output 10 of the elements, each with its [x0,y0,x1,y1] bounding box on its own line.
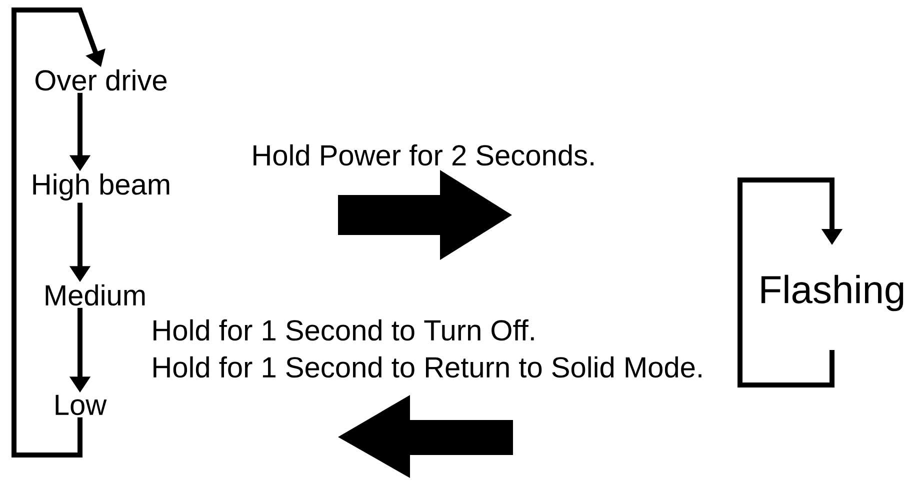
instruction-text: Hold for 1 Second to Turn Off. [154,319,534,341]
loop-arrow [738,178,843,388]
mode-label: Low [56,394,107,416]
instruction-text: Hold Power for 2 Seconds. [254,144,594,166]
instruction-text: Hold for 1 Second to Return to Solid Mode. [154,356,702,378]
mode-label: Over drive [36,69,167,91]
mode-label: Medium [46,284,145,306]
mode-label: High beam [33,173,170,201]
loop-arrow [12,8,106,458]
mode-label: Flashing [762,274,904,312]
